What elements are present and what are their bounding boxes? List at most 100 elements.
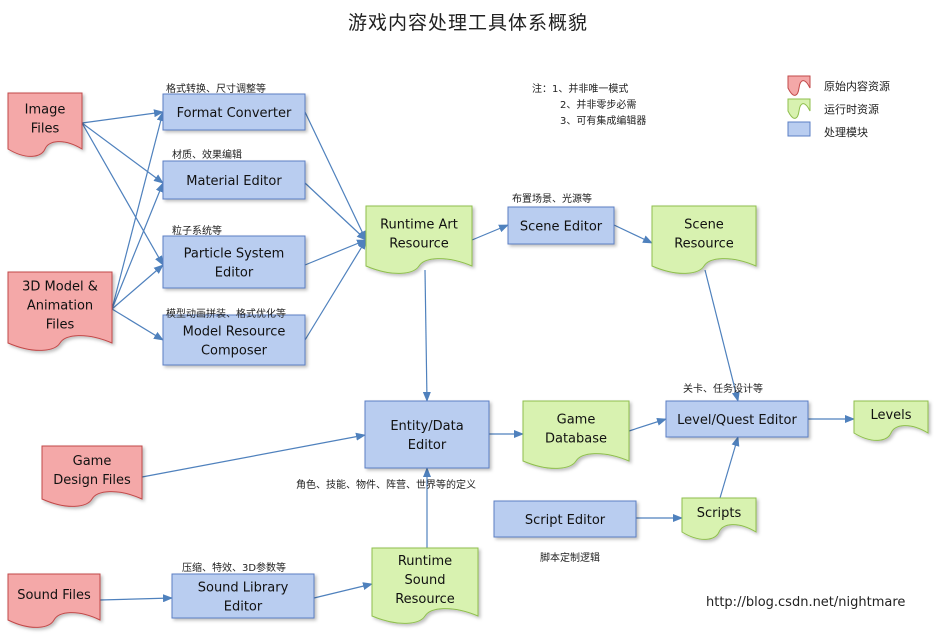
legend-swatch-raw — [787, 75, 811, 96]
node-shape — [7, 271, 113, 351]
node-label-line: Sound Files — [17, 588, 91, 603]
flow-arrow — [422, 269, 431, 402]
flow-arrow — [613, 224, 653, 244]
flow-arrow — [719, 436, 740, 499]
node-label-line: Entity/Data — [390, 419, 463, 434]
node-label-line: Design Files — [53, 473, 131, 488]
node-script-editor: Script Editor — [493, 500, 637, 538]
flow-arrow — [111, 264, 164, 310]
node-label-line: Files — [31, 122, 60, 137]
node-label-line: Database — [545, 432, 607, 447]
node-shape — [507, 206, 615, 245]
flow-arrow — [471, 224, 509, 241]
node-label-line: Runtime — [398, 554, 452, 569]
node-label-line: Image — [25, 103, 66, 118]
node-shape — [651, 205, 757, 274]
annotation-format-converter: 格式转换、尺寸调整等 — [166, 84, 266, 95]
diagram-title: 游戏内容处理工具体系概貌 — [347, 12, 588, 34]
legend-module-label: 处理模块 — [824, 126, 868, 139]
flow-arrow — [111, 308, 164, 341]
annotation-particle-editor: 粒子系统等 — [172, 226, 222, 237]
node-label-line: Sound Library — [198, 581, 289, 596]
node-label-line: Scene — [684, 218, 724, 233]
annotation-entity-editor: 角色、技能、物件、阵营、世界等的定义 — [296, 480, 476, 491]
node-shape — [162, 314, 306, 366]
node-label-line: Particle System — [184, 247, 285, 262]
node-shape — [681, 497, 757, 540]
node-label-line: Editor — [215, 266, 254, 281]
flow-arrow — [99, 594, 173, 603]
node-label-line: Runtime Art — [380, 218, 458, 233]
node-shape — [853, 400, 929, 441]
node-label-line: Level/Quest Editor — [677, 413, 797, 428]
flow-arrow — [141, 432, 366, 478]
node-label-line: Game — [73, 454, 112, 469]
annotation-scene-editor: 布置场景、光源等 — [512, 194, 592, 205]
node-shape — [522, 400, 630, 469]
annotation-material-editor: 材质、效果编辑 — [172, 150, 242, 161]
node-label-line: Files — [46, 318, 75, 333]
flow-arrow — [111, 182, 164, 310]
flow-arrow — [81, 109, 164, 124]
node-scene-editor: Scene Editor — [507, 206, 615, 245]
node-label-line: 3D Model & — [22, 280, 98, 295]
flow-arrow — [304, 239, 367, 341]
flow-arrow — [304, 111, 367, 241]
annotation-script-editor: 脚本定制逻辑 — [540, 553, 600, 564]
node-shape — [493, 500, 637, 538]
edges-layer — [81, 109, 855, 603]
node-label-line: Scene Editor — [520, 220, 603, 235]
node-level-editor: Level/Quest Editor — [665, 400, 809, 438]
annotation-sound-library-editor: 压缩、特效、3D参数等 — [182, 563, 287, 574]
node-shape — [162, 160, 306, 200]
node-label-line: Composer — [201, 344, 268, 359]
flow-arrow — [81, 122, 164, 266]
node-label-line: Sound — [405, 573, 446, 588]
node-label-line: Game — [557, 413, 596, 428]
node-scripts: Scripts — [681, 497, 757, 540]
node-shape — [162, 93, 306, 131]
legend-swatch-runtime — [787, 98, 811, 119]
node-shape — [162, 235, 306, 289]
node-shape — [371, 547, 479, 624]
node-material-editor: Material Editor — [162, 160, 306, 200]
node-shape — [171, 573, 315, 619]
node-levels: Levels — [853, 400, 929, 441]
source-url: http://blog.csdn.net/nightmare — [706, 595, 906, 610]
node-label-line: Resource — [395, 592, 455, 607]
node-label-line: Resource — [389, 237, 449, 252]
legend-raw-label: 原始内容资源 — [824, 80, 890, 93]
node-label-line: Resource — [674, 237, 734, 252]
node-format-converter: Format Converter — [162, 93, 306, 131]
note-line-3: 3、可有集成编辑器 — [560, 116, 647, 127]
node-label-line: Model Resource — [183, 325, 286, 340]
flow-arrow — [304, 182, 367, 241]
flow-arrow — [313, 582, 373, 599]
flow-arrow — [304, 239, 367, 266]
flow-arrow — [628, 417, 667, 432]
node-shape — [665, 400, 809, 438]
flow-arrow — [704, 269, 740, 402]
node-label-line: Script Editor — [525, 513, 606, 528]
flow-arrow — [81, 122, 164, 184]
node-shape — [41, 445, 143, 507]
annotation-level-editor: 关卡、任务设计等 — [683, 384, 763, 395]
node-label-line: Format Converter — [177, 106, 292, 121]
node-sound-files: Sound Files — [7, 573, 101, 628]
legend-swatch-module — [787, 121, 811, 137]
flow-arrow — [111, 111, 165, 310]
node-label-line: Animation — [27, 299, 93, 314]
